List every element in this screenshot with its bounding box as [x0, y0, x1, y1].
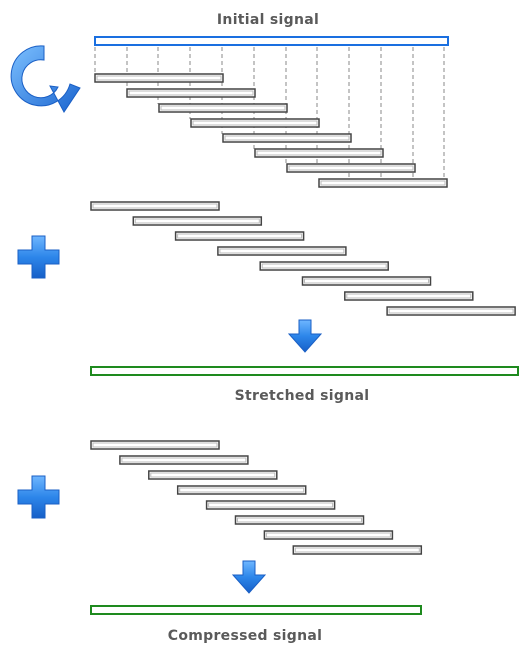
- compressed-segment: [90, 440, 220, 450]
- compressed-segment: [234, 515, 365, 525]
- stretched-segment: [386, 306, 516, 316]
- split-segment: [318, 178, 448, 188]
- plus-icon: [17, 235, 60, 279]
- down-arrow-icon: [231, 560, 267, 594]
- compressed-segment: [205, 500, 336, 510]
- split-segment: [254, 148, 384, 158]
- compressed-signal-label: Compressed signal: [168, 628, 322, 644]
- split-segment: [286, 163, 416, 173]
- stretched-signal-label: Stretched signal: [235, 388, 370, 404]
- circular-arrow-icon: [10, 45, 81, 113]
- compressed-segments: [90, 440, 423, 555]
- compressed-segment: [292, 545, 423, 555]
- compressed-signal-bar: [90, 605, 422, 615]
- stretched-segment: [90, 201, 220, 211]
- compressed-segment: [263, 530, 394, 540]
- split-segment: [222, 133, 352, 143]
- initial-signal-bar: [94, 36, 449, 46]
- guide-lines: [94, 47, 445, 179]
- split-segment: [126, 88, 256, 98]
- split-segments: [94, 73, 448, 188]
- split-segment: [190, 118, 320, 128]
- stretched-segment: [344, 291, 474, 301]
- plus-icon: [17, 475, 60, 519]
- initial-signal-label: Initial signal: [217, 12, 319, 28]
- stretched-segment: [217, 246, 347, 256]
- compressed-segment: [176, 485, 307, 495]
- stretched-segments: [90, 201, 516, 316]
- stretched-segment: [301, 276, 432, 286]
- stretched-signal-bar: [90, 366, 519, 376]
- stretched-segment: [174, 231, 305, 241]
- split-segment: [94, 73, 224, 83]
- compressed-segment: [148, 470, 278, 480]
- stretched-segment: [132, 216, 263, 226]
- down-arrow-icon: [287, 319, 323, 353]
- stretched-segment: [259, 261, 389, 271]
- compressed-segment: [119, 455, 249, 465]
- split-segment: [158, 103, 288, 113]
